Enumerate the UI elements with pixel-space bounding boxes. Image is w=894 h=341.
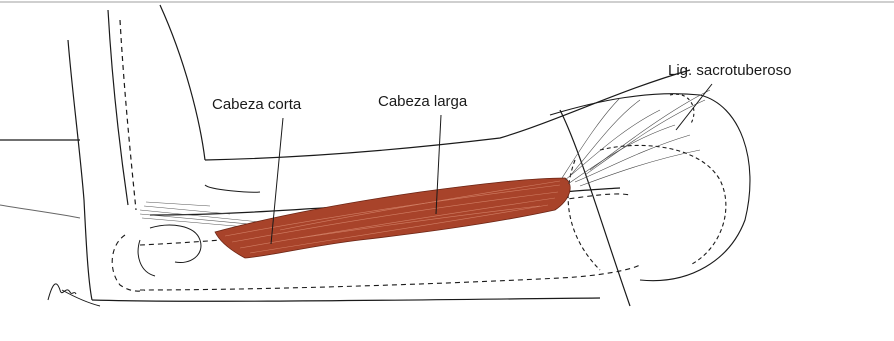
artist-signature: [48, 284, 76, 300]
biceps-femoris-muscle: [215, 178, 570, 258]
label-cabeza-larga: Cabeza larga: [378, 93, 467, 110]
table-surface: [0, 205, 80, 218]
label-lig-sacrotuberoso: Lig. sacrotuberoso: [668, 62, 791, 79]
knee-joint: [138, 225, 201, 276]
leader-lig-sacrotuberoso: [676, 84, 712, 130]
label-cabeza-corta: Cabeza corta: [212, 96, 301, 113]
pelvis-outline: [550, 94, 750, 306]
lower-leg: [62, 10, 600, 306]
